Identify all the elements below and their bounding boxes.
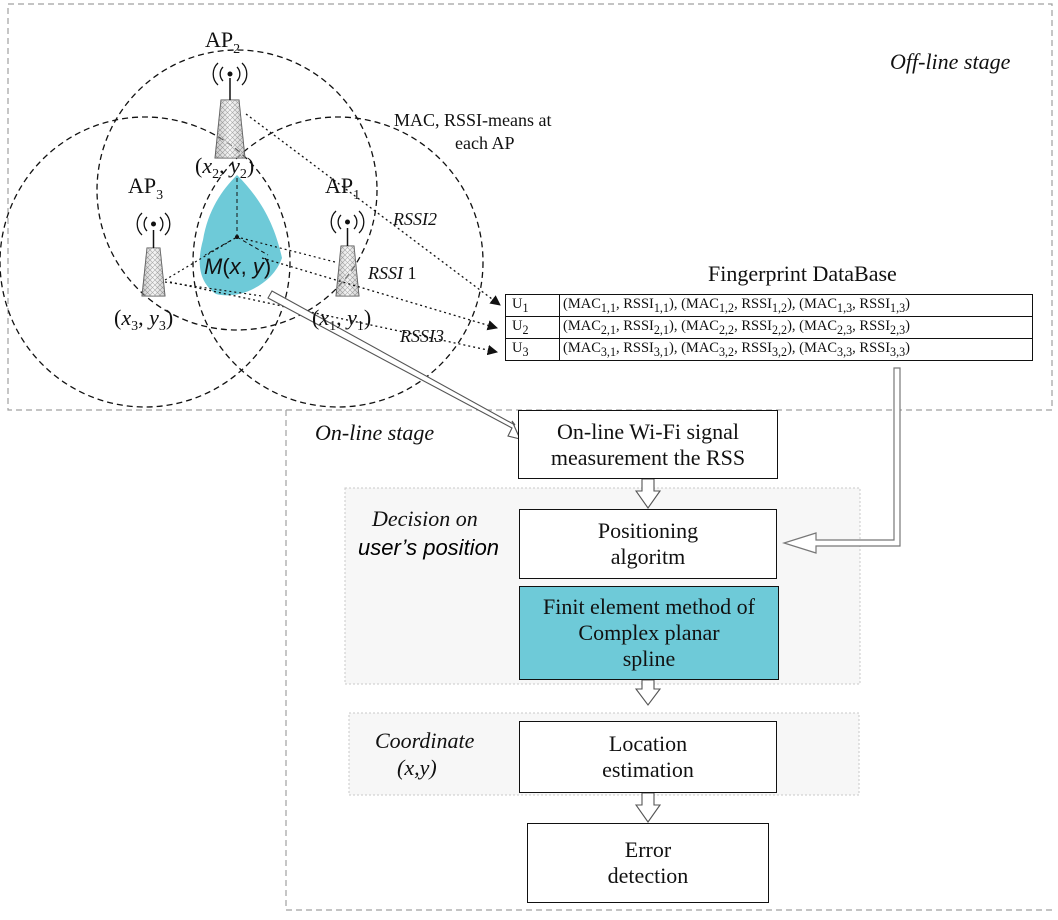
user-cell: U1 (505, 294, 560, 317)
online-stage-label: On-line stage (315, 420, 434, 445)
fingerprint-table: U1 (MAC1,1, RSSI1,1), (MAC1,2, RSSI1,2),… (505, 294, 1033, 361)
spline-line3: spline (622, 646, 676, 671)
mac-note-line1: MAC, RSSI-means at (394, 110, 552, 130)
record-cell: (MAC3,1, RSSI3,1), (MAC3,2, RSSI3,2), (M… (559, 338, 1033, 361)
rssi1-label: RSSI 1 (367, 263, 417, 283)
fingerprint-title: Fingerprint DataBase (708, 261, 897, 286)
location-line1: Location (608, 731, 688, 756)
rssi2-label: RSSI2 (392, 209, 437, 229)
coverage-circle-ap2 (96, 49, 378, 331)
down-arrow-3 (634, 792, 662, 823)
measurement-line2: measurement the RSS (550, 444, 746, 470)
error-line1: Error (624, 837, 672, 862)
rssi3-label: RSSI3 (399, 326, 444, 346)
ap1-coord: (x1, y1) (312, 305, 371, 334)
intersection-region (199, 175, 282, 296)
decision-label-line2: user’s position (358, 535, 499, 560)
mac-note-line2: each AP (455, 133, 514, 153)
coverage-circle-ap1 (192, 116, 484, 408)
offline-stage-label: Off-line stage (890, 49, 1011, 74)
table-row: U3 (MAC3,1, RSSI3,1), (MAC3,2, RSSI3,2),… (505, 338, 1033, 361)
record-cell: (MAC2,1, RSSI2,1), (MAC2,2, RSSI2,2), (M… (559, 316, 1033, 339)
coverage-circle-ap3 (0, 116, 291, 408)
rssi3-arrow (169, 281, 499, 356)
error-line2: detection (607, 863, 689, 888)
positioning-line1: Positioning (597, 518, 699, 543)
spline-line2: Complex planar (578, 620, 720, 645)
ap1-label: AP1 (325, 173, 360, 203)
measurement-line1: On-line Wi-Fi signal (556, 418, 740, 444)
hollow-arrow-db-to-positioning (781, 367, 901, 554)
down-arrow-1 (634, 478, 662, 509)
antenna-ap2-icon (212, 62, 248, 159)
down-arrow-2 (634, 679, 662, 706)
online-stage-border (285, 410, 1052, 911)
decision-label-line1: Decision on (371, 506, 478, 531)
spline-line1: Finit element method of (542, 594, 756, 619)
antenna-ap3-icon (136, 212, 171, 297)
hollow-arrow-to-measurement (267, 290, 521, 440)
point-m-label: M(x, y) (204, 254, 271, 279)
table-row: U2 (MAC2,1, RSSI2,1), (MAC2,2, RSSI2,2),… (505, 316, 1033, 339)
user-cell: U2 (505, 316, 560, 339)
antenna-ap1-icon (330, 210, 365, 297)
coordinate-label-line1: Coordinate (375, 728, 475, 753)
offline-stage-border (7, 3, 1053, 411)
positioning-line2: algoritm (610, 544, 686, 569)
record-cell: (MAC1,1, RSSI1,1), (MAC1,2, RSSI1,2), (M… (559, 294, 1033, 317)
ap3-coord: (x3, y3) (114, 305, 173, 334)
ap2-label: AP2 (205, 27, 240, 57)
rssi1-arrow (261, 257, 498, 331)
location-line2: estimation (602, 757, 694, 782)
user-cell: U3 (505, 338, 560, 361)
coordinate-label-line2: (x,y) (397, 755, 437, 780)
table-row: U1 (MAC1,1, RSSI1,1), (MAC1,2, RSSI1,2),… (505, 294, 1033, 317)
ap3-label: AP3 (128, 173, 163, 203)
